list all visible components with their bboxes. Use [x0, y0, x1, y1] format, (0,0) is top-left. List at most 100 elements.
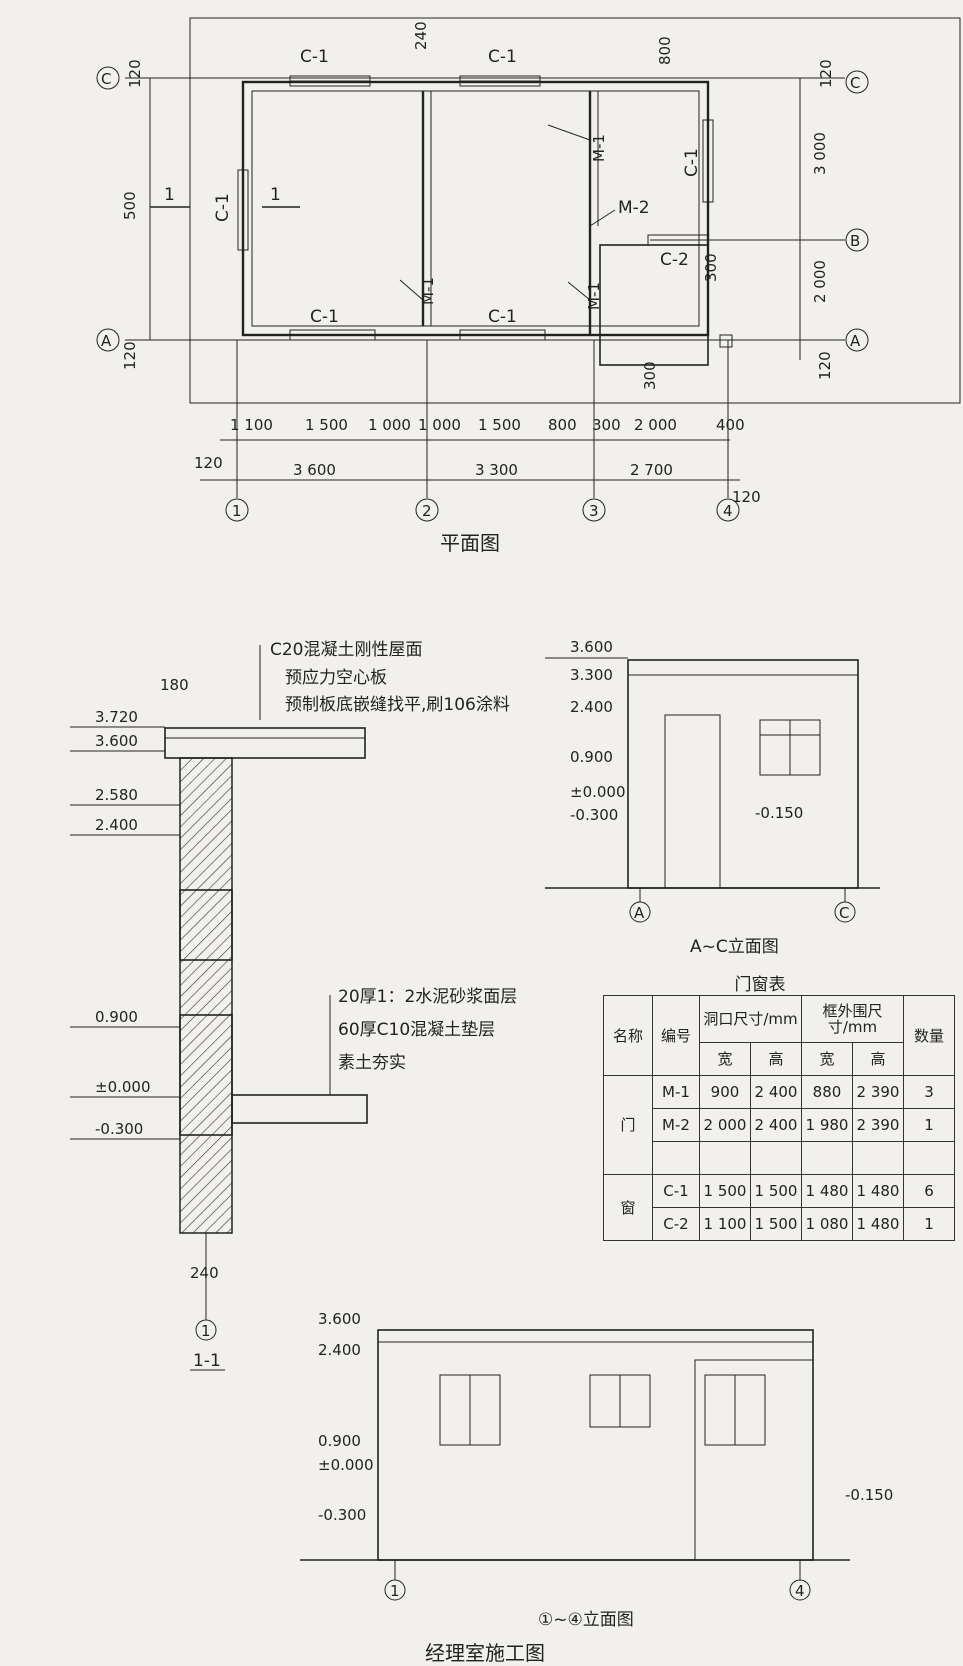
plan-axis-b-right: B [845, 228, 869, 252]
svg-text:C-1: C-1 [488, 47, 517, 67]
svg-text:120: 120 [732, 488, 761, 506]
plan-axis-a-left: A [96, 328, 120, 352]
plan-section-mark: 1 1 [150, 185, 300, 208]
th-opening: 洞口尺寸/mm [699, 995, 802, 1043]
plan-axis-c-left: C [96, 66, 120, 90]
svg-text:C-1: C-1 [213, 193, 233, 222]
section-wall [179, 757, 233, 1234]
svg-text:1: 1 [201, 1322, 211, 1340]
plan-window-top-1: C-1 [289, 47, 371, 87]
group-door: 门 [603, 1075, 653, 1175]
elev-14-caption: ①~④立面图 [538, 1610, 634, 1630]
svg-text:B: B [850, 232, 860, 250]
svg-text:3.720: 3.720 [95, 708, 138, 726]
svg-text:2.580: 2.580 [95, 786, 138, 804]
plan-axis-3: 3 [582, 498, 606, 522]
th-frame: 框外围尺寸/mm [801, 995, 904, 1043]
table-row: C-2 1 100 1 500 1 080 1 480 1 [604, 1207, 955, 1241]
svg-text:300: 300 [641, 361, 659, 390]
svg-text:0.900: 0.900 [570, 748, 613, 766]
table-row: M-2 2 000 2 400 1 980 2 390 1 [604, 1108, 955, 1142]
svg-text:1: 1 [270, 185, 281, 205]
svg-text:±0.000: ±0.000 [318, 1456, 374, 1474]
svg-text:1 000: 1 000 [368, 416, 411, 434]
svg-text:2 000: 2 000 [811, 260, 829, 303]
svg-text:预应力空心板: 预应力空心板 [285, 668, 387, 688]
section-floor-slab [231, 1094, 368, 1124]
floor-plan: C-1 C-1 C-1 C-1 C-1 C-1 C-2 [96, 17, 961, 555]
svg-text:60厚C10混凝土垫层: 60厚C10混凝土垫层 [338, 1020, 495, 1040]
svg-text:-0.150: -0.150 [755, 804, 803, 822]
svg-text:1 500: 1 500 [305, 416, 348, 434]
plan-axis-1: 1 [225, 498, 249, 522]
elev-ac-caption: A~C立面图 [690, 937, 779, 957]
svg-text:1: 1 [164, 185, 175, 205]
svg-text:C: C [839, 904, 849, 922]
svg-text:20厚1：2水泥砂浆面层: 20厚1：2水泥砂浆面层 [338, 987, 517, 1007]
svg-text:-0.300: -0.300 [570, 806, 618, 824]
svg-text:300: 300 [592, 416, 621, 434]
svg-text:120: 120 [816, 351, 834, 380]
section-roof-slab [164, 727, 366, 759]
svg-text:400: 400 [716, 416, 745, 434]
svg-text:M-1: M-1 [419, 277, 437, 305]
door-window-table: 名称 编号 洞口尺寸/mm 框外围尺寸/mm 数量 宽 高 宽 高 门 M-1 … [603, 995, 955, 1241]
plan-window-bottom-1: C-1 [289, 307, 376, 341]
svg-text:120: 120 [817, 59, 835, 88]
svg-text:3 300: 3 300 [475, 461, 518, 479]
svg-text:300: 300 [702, 253, 720, 282]
svg-text:±0.000: ±0.000 [570, 783, 626, 801]
elev-ac-door [664, 714, 721, 889]
svg-text:2.400: 2.400 [95, 816, 138, 834]
table-row: 窗 C-1 1 500 1 500 1 480 1 480 6 [603, 1174, 955, 1241]
th-code: 编号 [652, 995, 700, 1076]
th-open-w: 宽 [699, 1042, 751, 1076]
plan-window-left: C-1 [213, 169, 249, 251]
th-frame-h: 高 [852, 1042, 904, 1076]
svg-text:A: A [850, 332, 861, 350]
svg-text:C-2: C-2 [660, 250, 689, 270]
plan-axis-2: 2 [415, 498, 439, 522]
svg-text:3.600: 3.600 [318, 1310, 361, 1328]
svg-text:1: 1 [390, 1582, 400, 1600]
th-name: 名称 [603, 995, 653, 1076]
svg-text:3 600: 3 600 [293, 461, 336, 479]
svg-text:1: 1 [232, 502, 242, 520]
svg-text:C: C [850, 74, 860, 92]
elevation-a-c: 3.600 3.300 2.400 0.900 ±0.000 -0.300 -0… [545, 638, 880, 957]
svg-text:C20混凝土刚性屋面: C20混凝土刚性屋面 [270, 640, 423, 660]
svg-text:4: 4 [795, 1582, 805, 1600]
section-levels: 3.720 3.600 2.580 2.400 0.900 ±0.000 -0.… [70, 708, 180, 1140]
elevation-1-4: 3.600 2.400 0.900 ±0.000 -0.300 -0.150 1… [300, 1310, 893, 1630]
svg-text:3.600: 3.600 [570, 638, 613, 656]
svg-text:C-1: C-1 [300, 47, 329, 67]
section-1-1: C20混凝土刚性屋面 预应力空心板 预制板底嵌缝找平,刷106涂料 180 3.… [70, 640, 517, 1371]
svg-text:C-1: C-1 [488, 307, 517, 327]
svg-text:180: 180 [160, 676, 189, 694]
plan-axis-4: 4 [716, 498, 740, 522]
svg-text:1 100: 1 100 [230, 416, 273, 434]
plan-window-c2: C-2 [647, 234, 709, 270]
plan-door-m1-right: M-1 [567, 281, 603, 310]
plan-door-m1-left: M-1 [399, 277, 437, 305]
svg-text:120: 120 [126, 59, 144, 88]
plan-axis-a-right: A [845, 328, 869, 352]
plan-bay-room [599, 244, 709, 366]
plan-axis-c-right: C [845, 70, 869, 94]
svg-text:A: A [634, 904, 645, 922]
svg-text:2.400: 2.400 [570, 698, 613, 716]
svg-text:240: 240 [190, 1264, 219, 1282]
svg-text:素土夯实: 素土夯实 [338, 1053, 406, 1073]
svg-text:3.600: 3.600 [95, 732, 138, 750]
svg-text:M-1: M-1 [585, 282, 603, 310]
svg-text:120: 120 [121, 341, 139, 370]
svg-text:C: C [101, 70, 111, 88]
svg-text:C-1: C-1 [682, 148, 702, 177]
plan-window-bottom-2: C-1 [459, 307, 546, 341]
svg-text:0.900: 0.900 [318, 1432, 361, 1450]
svg-text:0.900: 0.900 [95, 1008, 138, 1026]
elev-ac-outline [627, 659, 859, 889]
svg-text:1 500: 1 500 [478, 416, 521, 434]
svg-text:2 000: 2 000 [634, 416, 677, 434]
